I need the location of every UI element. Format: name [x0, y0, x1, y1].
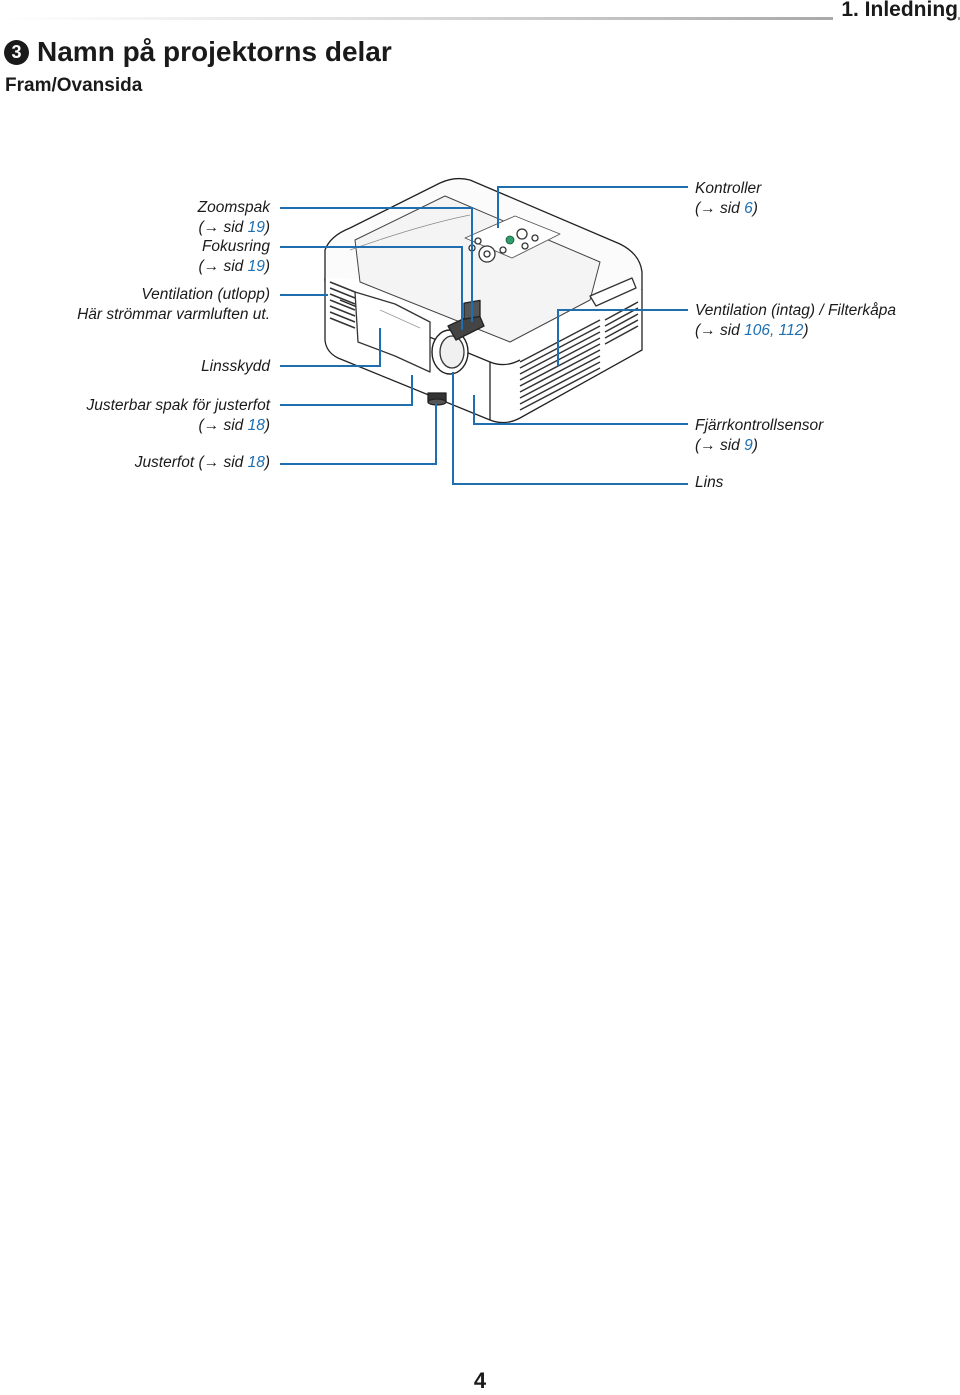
callout-adjust-foot: [280, 404, 437, 465]
arrow-icon: →: [203, 454, 220, 471]
arrow-icon: →: [700, 322, 716, 339]
arrow-icon: →: [203, 258, 220, 275]
label-adjust-foot: Justerfot (→ sid 18): [135, 453, 270, 473]
label-remote-sensor-name: Fjärrkontrollsensor: [695, 417, 824, 434]
label-zoom-name: Zoomspak: [197, 199, 270, 216]
arrow-icon: →: [700, 437, 716, 454]
label-adjust-foot-ref: (→ sid 18): [198, 454, 270, 471]
label-focus-ring: Fokusring (→ sid 19): [198, 237, 270, 277]
section-title-text: Namn på projektorns delar: [37, 36, 392, 67]
label-vent-out-line2: Här strömmar varmluften ut.: [77, 306, 270, 323]
label-vent-in: Ventilation (intag) / Filterkåpa (→ sid …: [695, 301, 896, 341]
label-adjust-foot-name: Justerfot: [134, 454, 195, 471]
label-adjust-lever-line1: Justerbar spak för justerfot: [86, 397, 271, 414]
callout-zoom: [280, 207, 473, 322]
label-vent-in-name: Ventilation (intag) / Filterkåpa: [695, 302, 897, 319]
section-number-badge: 3: [4, 39, 29, 65]
callout-lens: [452, 372, 688, 485]
label-adjust-lever: Justerbar spak för justerfot (→ sid 18): [87, 396, 271, 436]
label-adjust-lever-ref: (→ sid 18): [198, 417, 270, 434]
label-controls: Kontroller (→ sid 6): [695, 179, 761, 219]
section-title: 3 Namn på projektorns delar: [4, 36, 392, 68]
label-controls-ref: (→ sid 6): [695, 200, 758, 217]
label-zoom-ref: (→ sid 19): [198, 219, 270, 236]
callout-remote-sensor: [473, 395, 688, 425]
page-link-adjust-lever[interactable]: 18: [247, 417, 265, 434]
projector-illustration: [324, 177, 643, 424]
page-number: 4: [473, 1368, 487, 1393]
chapter-label: 1. Inledning: [833, 0, 958, 22]
header-rule: [0, 17, 960, 20]
page-header: 1. Inledning: [0, 0, 960, 24]
label-focus-ref: (→ sid 19): [198, 258, 270, 275]
page-link-controls[interactable]: 6: [744, 200, 753, 217]
label-controls-name: Kontroller: [695, 180, 762, 197]
callout-lines: [280, 186, 688, 485]
subsection-title: Fram/Ovansida: [5, 75, 143, 96]
projector-diagram: [280, 177, 688, 485]
arrow-icon: →: [700, 200, 716, 217]
callout-controls: [497, 186, 688, 228]
label-vent-out-line1: Ventilation (utlopp): [141, 286, 270, 303]
page-link-vent-in[interactable]: 106, 112: [744, 322, 804, 339]
arrow-icon: →: [203, 219, 220, 236]
callout-focus: [280, 246, 463, 330]
label-remote-sensor-ref: (→ sid 9): [695, 437, 758, 454]
callout-adjust-lever: [280, 375, 413, 406]
label-vent-in-ref: (→ sid 106, 112): [695, 322, 809, 339]
label-remote-sensor: Fjärrkontrollsensor (→ sid 9): [695, 416, 823, 456]
label-zoom-lever: Zoomspak (→ sid 19): [198, 198, 270, 238]
arrow-icon: →: [203, 417, 220, 434]
page-link-adjust-foot[interactable]: 18: [247, 454, 265, 471]
page-link-remote-sensor[interactable]: 9: [744, 437, 753, 454]
label-focus-name: Fokusring: [201, 238, 270, 255]
label-vent-out: Ventilation (utlopp) Här strömmar varmlu…: [77, 285, 270, 325]
callout-vent-in: [557, 309, 688, 366]
page-link-focus[interactable]: 19: [247, 258, 265, 275]
callout-lens-cover: [280, 328, 381, 367]
label-lens-cover: Linsskydd: [201, 358, 270, 375]
label-lens: Lins: [695, 474, 724, 491]
page-link-zoom[interactable]: 19: [247, 219, 265, 236]
